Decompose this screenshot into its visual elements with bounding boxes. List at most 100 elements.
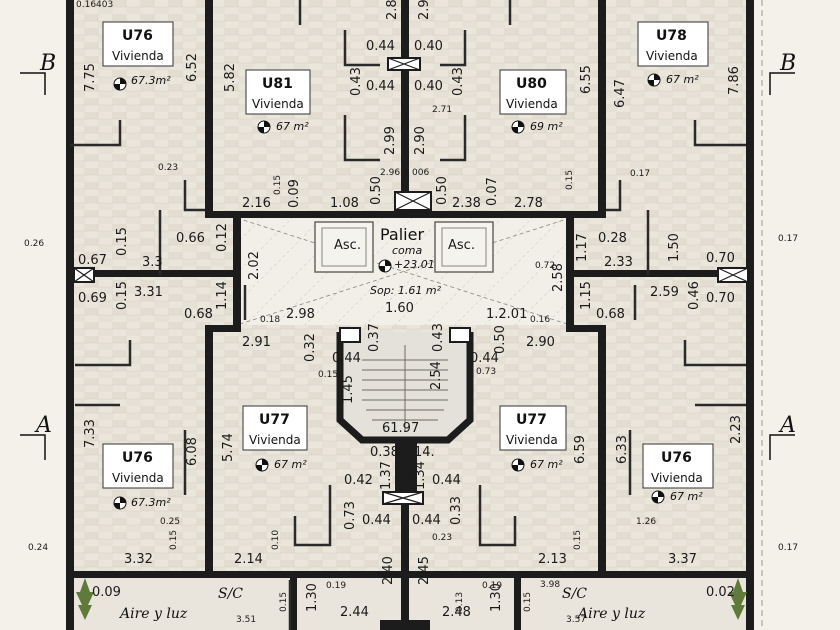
dimension-label: 2.58 bbox=[551, 263, 566, 292]
dimension-label: 0.15 bbox=[318, 370, 338, 380]
tree-icon bbox=[76, 578, 94, 620]
dimension-label: 1.30 bbox=[489, 583, 504, 612]
dimension-label: 0.23 bbox=[432, 533, 452, 543]
unit-code: U78 bbox=[656, 28, 687, 44]
dimension-label: 0.44 bbox=[332, 351, 361, 366]
dimension-label: 2.99 bbox=[383, 126, 398, 155]
section-a-right: A bbox=[778, 413, 796, 438]
palier-run: 1.60 bbox=[385, 301, 414, 316]
dimension-label: 2.9 bbox=[417, 0, 432, 20]
dimension-label: 7.33 bbox=[83, 419, 98, 448]
dimension-label: 3.98 bbox=[540, 580, 560, 590]
dimension-label: 3.57 bbox=[566, 615, 586, 625]
dimension-label: 1.30 bbox=[305, 583, 320, 612]
dimension-label: 5.82 bbox=[223, 63, 238, 92]
level-marker-icon bbox=[257, 120, 271, 134]
unit-label-u76-nw: U76 Vivienda bbox=[102, 21, 174, 67]
dimension-label: 0.15 bbox=[565, 170, 575, 190]
unit-code: U76 bbox=[661, 450, 692, 466]
dimension-label: 61.97 bbox=[382, 421, 419, 436]
dimension-label: 0.40 bbox=[414, 39, 443, 54]
dimension-label: 2.54 bbox=[429, 361, 444, 390]
dimension-label: 2.02 bbox=[247, 251, 262, 280]
dimension-label: 0.50 bbox=[493, 325, 508, 354]
dimension-label: 0.15 bbox=[115, 281, 130, 310]
dimension-label: 0.72 bbox=[535, 261, 555, 271]
stair-core bbox=[336, 327, 474, 505]
unit-label-u80: U80 Vivienda bbox=[499, 69, 567, 115]
dimension-label: 0.16 bbox=[530, 315, 550, 325]
unit-area: 67 m² bbox=[670, 490, 703, 503]
dimension-label: 0.68 bbox=[184, 307, 213, 322]
unit-label-u81: U81 Vivienda bbox=[245, 69, 311, 115]
dimension-label: 0.66 bbox=[176, 231, 205, 246]
dimension-label: 0.73 bbox=[476, 367, 496, 377]
level-marker-icon bbox=[511, 120, 525, 134]
dimensions: 0.44 0.40 0.44 0.40 0.43 0.43 2.71 2.99 … bbox=[24, 0, 798, 625]
dimension-label: 0.12 bbox=[215, 223, 230, 252]
level-marker-icon bbox=[651, 490, 665, 504]
dimension-label: 0.44 bbox=[362, 513, 391, 528]
dimension-label: 0.19 bbox=[326, 581, 346, 591]
section-markers bbox=[20, 0, 795, 630]
dimension-label: 0.28 bbox=[598, 231, 627, 246]
dimension-label: 0.24 bbox=[28, 543, 48, 553]
dimension-label: 0.38 bbox=[370, 445, 399, 460]
dimension-label: 0.25 bbox=[160, 517, 180, 527]
dimension-label: 3.31 bbox=[134, 285, 163, 300]
dimension-label: 0.15 bbox=[573, 530, 583, 550]
unit-area: 67 m² bbox=[274, 458, 307, 471]
unit-code: U77 bbox=[516, 412, 547, 428]
dimension-label: 2.48 bbox=[442, 605, 471, 620]
dimension-label: 1.45 bbox=[341, 375, 356, 404]
dimension-label: 0.16403 bbox=[76, 0, 113, 10]
dimension-label: 1.17 bbox=[575, 233, 590, 262]
dimension-label: 0.26 bbox=[24, 239, 44, 249]
dimension-label: 0.70 bbox=[706, 251, 735, 266]
dimension-label: 2.13 bbox=[538, 552, 567, 567]
dimension-label: 0.37 bbox=[367, 323, 382, 352]
dimension-label: 1.50 bbox=[667, 233, 682, 262]
dimension-label: 0.19 bbox=[482, 581, 502, 591]
unit-label-u77-r: U77 Vivienda bbox=[499, 405, 567, 451]
dimension-label: 0.07 bbox=[485, 177, 500, 206]
unit-code: U80 bbox=[516, 76, 547, 92]
dimension-label: 2.59 bbox=[650, 285, 679, 300]
unit-area: 69 m² bbox=[530, 120, 563, 133]
unit-code: U81 bbox=[262, 76, 293, 92]
dimension-label: 0.33 bbox=[449, 496, 464, 525]
unit-use: Vivienda bbox=[249, 433, 301, 447]
dimension-label: 0.43 bbox=[431, 323, 446, 352]
elevators bbox=[314, 221, 494, 273]
level-marker-icon bbox=[113, 496, 127, 510]
dimension-label: 0.02 bbox=[706, 585, 735, 600]
unit-use: Vivienda bbox=[651, 471, 703, 485]
dimension-label: 3.37 bbox=[668, 552, 697, 567]
dimension-label: 0.73 bbox=[343, 501, 358, 530]
dimension-label: 0.44 bbox=[412, 513, 441, 528]
dimension-label: 3.32 bbox=[124, 552, 153, 567]
interior-partitions bbox=[70, 0, 746, 630]
palier-sub: coma bbox=[392, 244, 422, 257]
dimension-label: 6.52 bbox=[185, 53, 200, 82]
dimension-label: 6.08 bbox=[185, 437, 200, 466]
dimension-label: 0.15 bbox=[169, 530, 179, 550]
section-b-right: B bbox=[779, 51, 796, 76]
section-a-left: A bbox=[34, 413, 52, 438]
palier-diagonals bbox=[236, 217, 571, 326]
dimension-label: 0.70 bbox=[706, 291, 735, 306]
aire-luz-left: Aire y luz bbox=[118, 606, 188, 622]
dimension-label: 0.17 bbox=[630, 169, 650, 179]
dimension-label: 1.14 bbox=[215, 281, 230, 310]
dimension-label: 0.32 bbox=[303, 333, 318, 362]
level-marker-icon bbox=[113, 77, 127, 91]
dimension-label: 1.15 bbox=[579, 281, 594, 310]
palier-title: Palier bbox=[380, 225, 424, 244]
dimension-label: 006 bbox=[412, 168, 429, 178]
dimension-label: 0.44 bbox=[432, 473, 461, 488]
dimension-label: 0.09 bbox=[92, 585, 121, 600]
dimension-label: 2.44 bbox=[340, 605, 369, 620]
dimension-label: 0.17 bbox=[778, 234, 798, 244]
level-marker-icon bbox=[647, 73, 661, 87]
walls bbox=[66, 0, 754, 630]
